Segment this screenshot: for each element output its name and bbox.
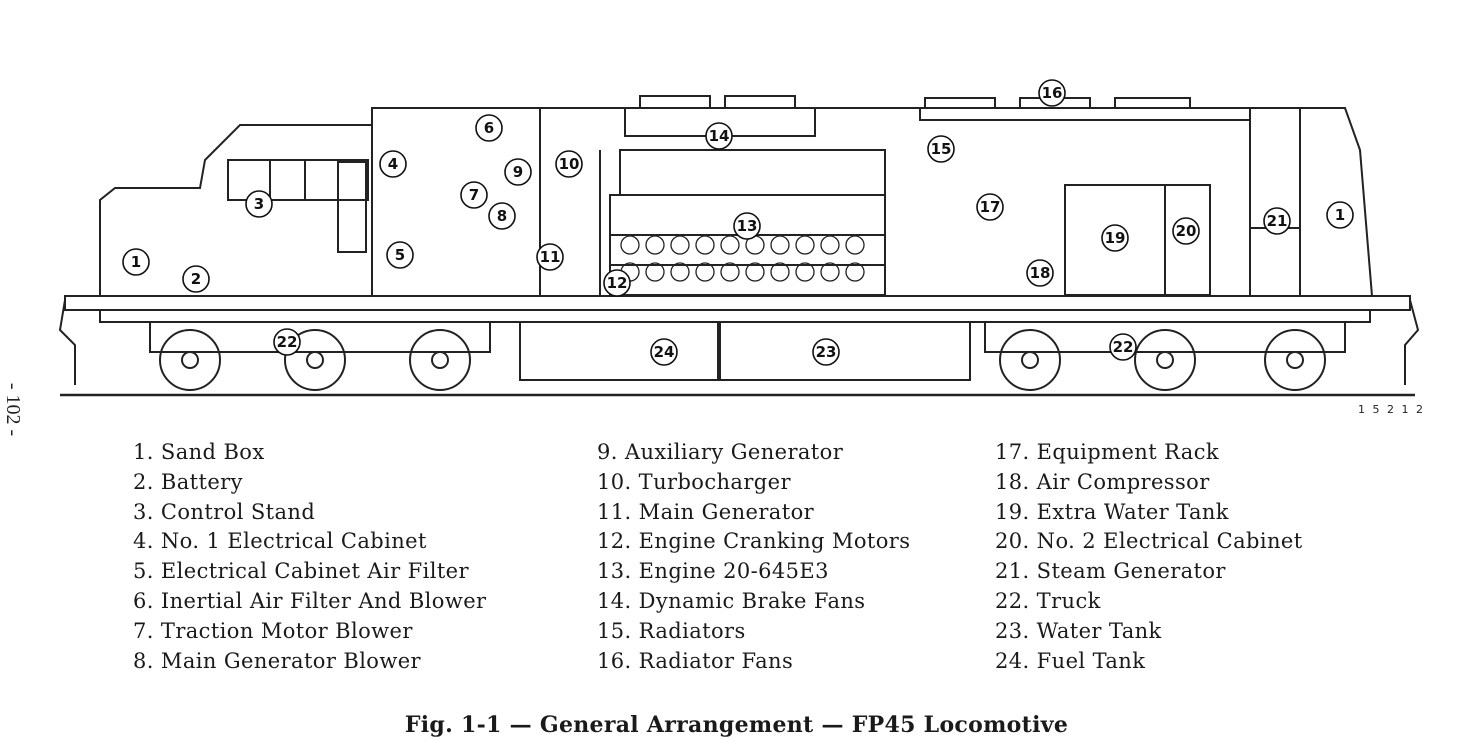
callout-3: 3 <box>245 190 273 218</box>
legend-item-11: 11. Main Generator <box>597 499 815 524</box>
drawing-number: 1 5 2 1 2 <box>1358 403 1425 416</box>
callout-15: 15 <box>927 135 955 163</box>
legend-item-6: 6. Inertial Air Filter And Blower <box>133 588 487 613</box>
legend-item-15: 15. Radiators <box>597 618 746 643</box>
callout-23: 23 <box>812 338 840 366</box>
callout-10: 10 <box>555 150 583 178</box>
legend-item-8: 8. Main Generator Blower <box>133 648 421 673</box>
callout-6: 6 <box>475 114 503 142</box>
legend-item-1: 1. Sand Box <box>133 440 265 464</box>
electrical-cabinet-2-box <box>1164 184 1211 296</box>
callout-19: 19 <box>1101 224 1129 252</box>
callout-2: 2 <box>182 265 210 293</box>
rear-cab <box>1299 107 1374 297</box>
legend-item-22: 22. Truck <box>995 588 1101 613</box>
svg-text:2: 2 <box>191 270 201 288</box>
callout-12: 12 <box>603 269 631 297</box>
legend-item-4: 4. No. 1 Electrical Cabinet <box>133 529 427 554</box>
svg-text:1: 1 <box>1335 206 1345 224</box>
legend-column-1: 1. Sand Box 2. Battery 3. Control Stand … <box>133 438 487 676</box>
svg-text:7: 7 <box>469 186 479 204</box>
svg-text:8: 8 <box>497 207 507 225</box>
svg-text:4: 4 <box>388 155 398 173</box>
svg-text:19: 19 <box>1105 229 1126 247</box>
legend-item-2: 2. Battery <box>133 469 243 494</box>
locomotive-diagram: 1 2 3 4 5 6 7 8 9 10 11 12 13 14 15 16 1… <box>58 79 1420 397</box>
svg-text:12: 12 <box>607 274 628 292</box>
callout-21: 21 <box>1263 207 1291 235</box>
callout-22-front: 22 <box>273 328 301 356</box>
svg-text:21: 21 <box>1267 212 1288 230</box>
legend-item-7: 7. Traction Motor Blower <box>133 618 413 643</box>
svg-text:22: 22 <box>277 333 298 351</box>
page-number: - 102 - <box>2 382 25 437</box>
callout-13: 13 <box>733 212 761 240</box>
callout-14: 14 <box>705 122 733 150</box>
legend-item-13: 13. Engine 20-645E3 <box>597 559 829 584</box>
callout-markers: 1 2 3 4 5 6 7 8 9 10 11 12 13 14 15 16 1… <box>122 79 1354 366</box>
legend-item-14: 14. Dynamic Brake Fans <box>597 588 866 613</box>
callout-8: 8 <box>488 202 516 230</box>
svg-text:17: 17 <box>980 198 1001 216</box>
svg-text:13: 13 <box>737 217 758 235</box>
legend-item-5: 5. Electrical Cabinet Air Filter <box>133 559 469 584</box>
callout-1: 1 <box>122 248 150 276</box>
svg-text:1: 1 <box>131 253 141 271</box>
svg-text:18: 18 <box>1030 264 1051 282</box>
front-coupler <box>58 299 76 385</box>
side-sill <box>99 309 1371 323</box>
svg-text:23: 23 <box>816 343 837 361</box>
callout-7: 7 <box>460 181 488 209</box>
legend-item-21: 21. Steam Generator <box>995 559 1226 584</box>
svg-text:5: 5 <box>395 246 405 264</box>
svg-text:11: 11 <box>540 248 561 266</box>
radiator-fan-housing <box>919 107 1251 121</box>
legend-item-10: 10. Turbocharger <box>597 469 791 494</box>
callout-24: 24 <box>650 338 678 366</box>
fuel-tank <box>519 321 721 381</box>
callout-18: 18 <box>1026 259 1054 287</box>
svg-text:9: 9 <box>513 163 523 181</box>
legend-item-18: 18. Air Compressor <box>995 469 1210 494</box>
legend-item-20: 20. No. 2 Electrical Cabinet <box>995 529 1303 554</box>
callout-11: 11 <box>536 243 564 271</box>
cab-windows <box>227 159 369 201</box>
rear-truck-drawing <box>984 321 1346 391</box>
legend-item-19: 19. Extra Water Tank <box>995 499 1229 524</box>
legend-item-9: 9. Auxiliary Generator <box>597 440 844 464</box>
water-tank <box>717 321 971 381</box>
svg-text:3: 3 <box>254 195 264 213</box>
figure-caption: Fig. 1-1 — General Arrangement — FP45 Lo… <box>404 712 1069 738</box>
front-truck-drawing <box>149 321 491 391</box>
legend-item-17: 17. Equipment Rack <box>995 440 1220 464</box>
legend-item-23: 23. Water Tank <box>995 618 1162 643</box>
callout-20: 20 <box>1172 217 1200 245</box>
svg-text:22: 22 <box>1113 338 1134 356</box>
rear-coupler <box>1404 299 1420 385</box>
callout-22-rear: 22 <box>1109 333 1137 361</box>
underframe <box>64 295 1411 311</box>
cab-door <box>337 161 367 253</box>
svg-text:6: 6 <box>484 119 494 137</box>
engine-cylinders <box>620 235 865 282</box>
callout-9: 9 <box>504 158 532 186</box>
callout-4: 4 <box>379 150 407 178</box>
legend-item-24: 24. Fuel Tank <box>995 648 1146 673</box>
svg-text:10: 10 <box>559 155 580 173</box>
svg-text:14: 14 <box>709 127 730 145</box>
callout-5: 5 <box>386 241 414 269</box>
svg-text:20: 20 <box>1176 222 1197 240</box>
callout-17: 17 <box>976 193 1004 221</box>
legend-item-12: 12. Engine Cranking Motors <box>597 529 911 554</box>
legend-column-2: 9. Auxiliary Generator 10. Turbocharger … <box>597 438 910 676</box>
svg-text:24: 24 <box>654 343 675 361</box>
callout-16: 16 <box>1038 79 1066 107</box>
legend-item-16: 16. Radiator Fans <box>597 648 794 673</box>
svg-text:15: 15 <box>931 140 952 158</box>
legend-item-3: 3. Control Stand <box>133 499 316 524</box>
callout-1-rear: 1 <box>1326 201 1354 229</box>
legend-column-3: 17. Equipment Rack 18. Air Compressor 19… <box>995 438 1303 676</box>
svg-text:16: 16 <box>1042 84 1063 102</box>
